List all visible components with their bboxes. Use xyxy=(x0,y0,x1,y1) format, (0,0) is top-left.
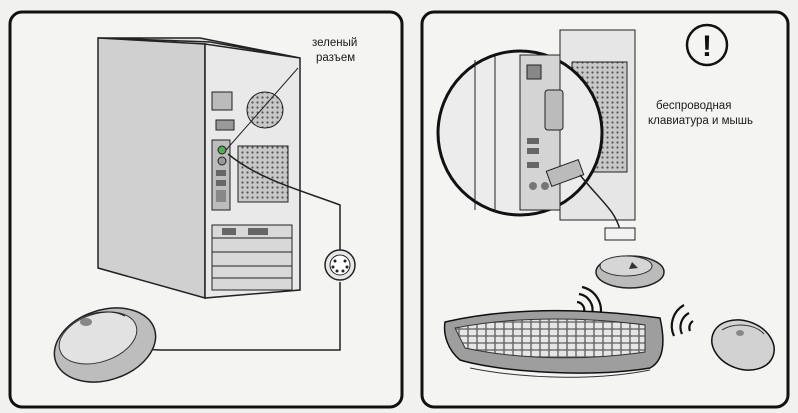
case-vent xyxy=(238,146,288,202)
svg-text:!: ! xyxy=(702,30,712,63)
connector-label-line1: зеленый xyxy=(312,37,357,49)
psu-fan-icon xyxy=(247,92,283,128)
left-panel: зеленый разъем xyxy=(10,12,402,407)
usb-receiver xyxy=(596,256,664,288)
ps2-connector xyxy=(325,250,355,280)
connector-label-line2: разъем xyxy=(316,52,355,64)
power-socket-icon xyxy=(212,92,232,110)
wireless-label-line1: беспроводная xyxy=(656,100,731,112)
right-panel: ! беспроводная клавиатура и мышь xyxy=(422,12,788,407)
wireless-label-line2: клавиатура и мышь xyxy=(648,115,753,127)
magnifier-zoom xyxy=(438,51,602,215)
green-ps2-port xyxy=(218,146,226,154)
warning-icon: ! xyxy=(687,25,727,65)
pc-tower xyxy=(98,38,300,298)
usb-connector xyxy=(605,228,635,240)
